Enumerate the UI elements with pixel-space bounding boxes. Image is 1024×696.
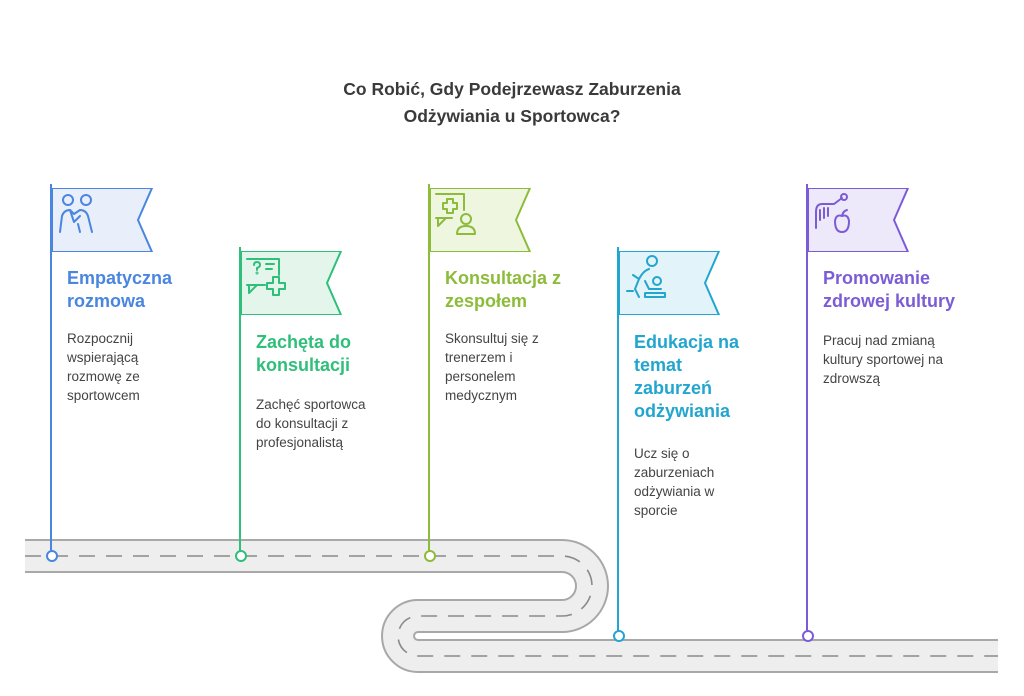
diagram-title: Co Robić, Gdy Podejrzewasz Zaburzenia Od… xyxy=(212,76,812,130)
medical-consult-icon xyxy=(435,193,476,235)
flag xyxy=(808,188,910,252)
caregiver-education-icon xyxy=(626,255,666,298)
supporting-people-icon xyxy=(59,194,93,233)
title-line-2: Odżywiania u Sportowca? xyxy=(403,106,621,126)
step-description: Zachęć sportowca do konsultacji z profes… xyxy=(256,397,366,450)
flag-pole xyxy=(428,184,430,556)
step-title: Konsultacja z zespołem xyxy=(445,268,562,311)
flag-pole xyxy=(239,247,241,556)
flag xyxy=(430,188,532,252)
title-line-1: Co Robić, Gdy Podejrzewasz Zaburzenia xyxy=(343,79,681,99)
road-center-dashes xyxy=(25,555,998,657)
flag xyxy=(619,251,721,315)
flag xyxy=(52,188,154,252)
flag xyxy=(241,251,343,315)
healthy-culture-icon xyxy=(815,193,850,233)
step-title: Empatyczna rozmowa xyxy=(67,268,173,311)
step-title: Promowanie zdrowej kultury xyxy=(823,268,956,311)
flag-pole xyxy=(806,184,808,636)
flag-pole xyxy=(617,247,619,636)
step-description: Pracuj nad zmianą kultury sportowej na z… xyxy=(823,333,944,386)
step-title: Zachęta do konsultacji xyxy=(256,332,352,375)
road-marker xyxy=(424,550,436,562)
road-marker xyxy=(235,550,247,562)
step-description: Rozpocznij wspierającą rozmowę ze sporto… xyxy=(67,331,140,403)
flag-pole xyxy=(50,184,52,556)
road-marker xyxy=(46,550,58,562)
road-marker xyxy=(613,630,625,642)
road-marker xyxy=(802,630,814,642)
step-description: Ucz się o zaburzeniach odżywiania w spor… xyxy=(634,446,715,518)
consultation-chat-icon xyxy=(246,258,286,296)
step-title: Edukacja na temat zaburzeń odżywiania xyxy=(634,332,740,421)
road-fill xyxy=(25,541,998,671)
step-description: Skonsultuj się z trenerzem i personelem … xyxy=(445,331,539,403)
